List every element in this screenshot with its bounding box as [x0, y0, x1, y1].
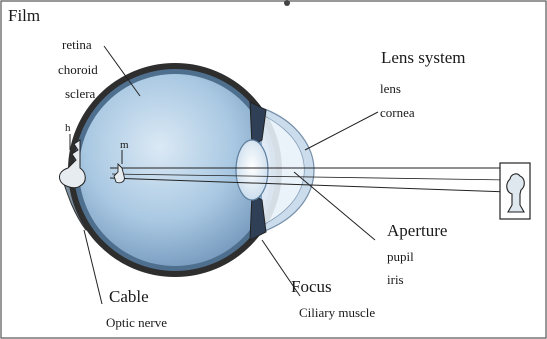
leader-pupil: [294, 172, 375, 240]
label-choroid: choroid: [58, 63, 98, 76]
label-cornea: cornea: [380, 106, 415, 119]
label-focus: Focus: [291, 278, 332, 295]
label-film: Film: [8, 7, 40, 24]
label-ciliary-muscle: Ciliary muscle: [299, 306, 375, 319]
label-pupil: pupil: [387, 250, 414, 263]
crystalline-lens: [236, 140, 268, 200]
label-lens: lens: [380, 82, 401, 95]
label-iris: iris: [387, 273, 404, 286]
label-optic-nerve: Optic nerve: [106, 316, 167, 329]
label-aperture: Aperture: [387, 222, 447, 239]
label-sclera: sclera: [65, 87, 95, 100]
label-cable: Cable: [109, 288, 149, 305]
frame-pin: [284, 0, 290, 6]
leader-cornea: [305, 112, 378, 150]
label-h: h: [65, 123, 71, 134]
label-retina: retina: [62, 38, 92, 51]
label-lens-system: Lens system: [381, 49, 466, 66]
label-m: m: [120, 140, 129, 151]
